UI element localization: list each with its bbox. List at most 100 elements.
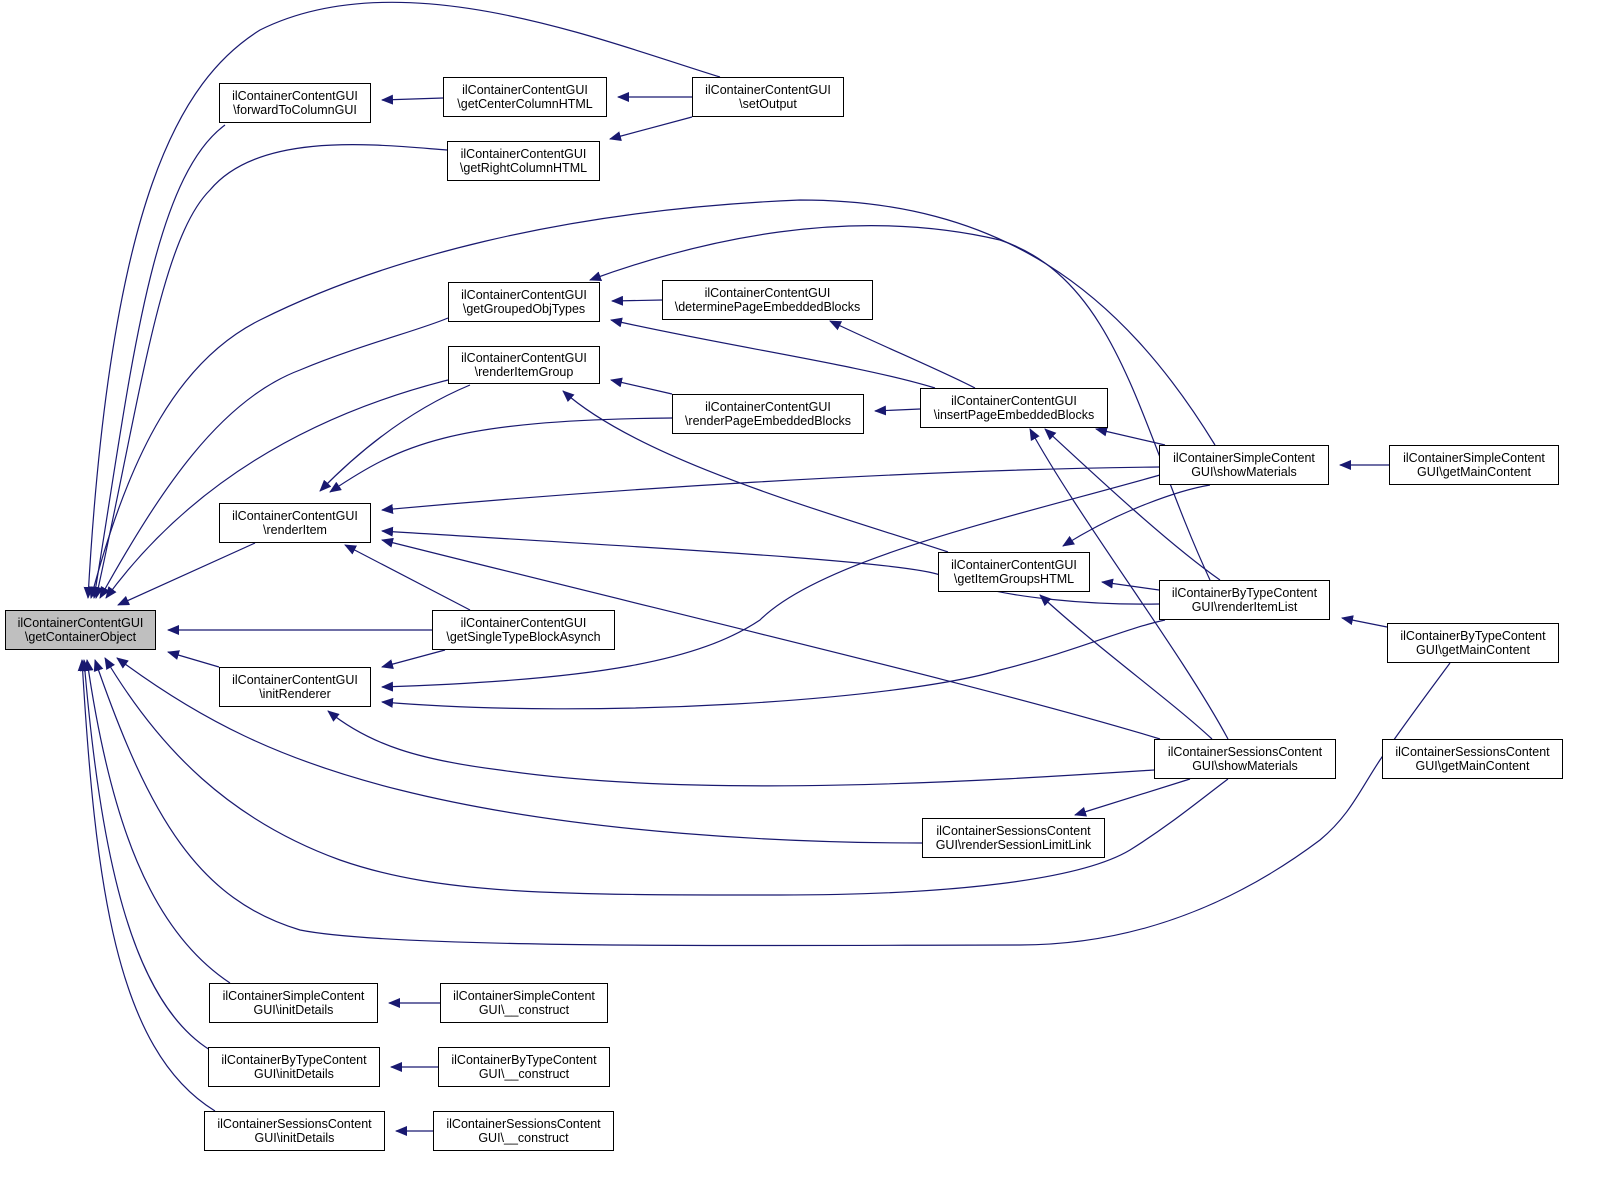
- node-initrenderer-line1: ilContainerContentGUI: [232, 672, 358, 687]
- node-simpleinit-line2: GUI\initDetails: [253, 1003, 334, 1017]
- edge-renderitem-rendergroup: [319, 384, 471, 492]
- edge-simpleshow-initrenderer: [381, 474, 1161, 692]
- edge-sessshow-sesslimit: [1074, 778, 1191, 817]
- node-renderitem[interactable]: ilContainerContentGUI\renderItem: [219, 503, 371, 543]
- edge-bytypelist-grouped: [589, 225, 1211, 581]
- edge-simpleshow-insert: [1095, 426, 1166, 446]
- node-simplemain-line1: ilContainerSimpleContent: [1403, 450, 1545, 465]
- node-grouped-line1: ilContainerContentGUI: [461, 287, 587, 302]
- node-sessinit-line1: ilContainerSessionsContent: [217, 1116, 372, 1131]
- node-single-line2: \getSingleTypeBlockAsynch: [446, 630, 601, 644]
- edge-right-setoutput: [609, 116, 693, 141]
- node-itemgroups-line1: ilContainerContentGUI: [951, 557, 1077, 572]
- node-renderpage-line1: ilContainerContentGUI: [705, 399, 831, 414]
- node-right[interactable]: ilContainerContentGUI\getRightColumnHTML: [447, 141, 600, 181]
- edge-itemgroups-rendergroup: [562, 390, 949, 553]
- node-insert[interactable]: ilContainerContentGUI\insertPageEmbedded…: [920, 388, 1108, 428]
- edge-insert-grouped: [610, 317, 936, 389]
- node-setoutput[interactable]: ilContainerContentGUI\setOutput: [692, 77, 844, 117]
- node-renderpage[interactable]: ilContainerContentGUI\renderPageEmbedded…: [672, 394, 864, 434]
- edge-insert-determine: [829, 320, 976, 389]
- edge-renderitem-renderpage: [329, 417, 673, 493]
- node-setoutput-line2: \setOutput: [739, 97, 797, 111]
- node-bytypecons-line2: GUI\__construct: [478, 1067, 570, 1081]
- node-sesslimit-line2: GUI\renderSessionLimitLink: [935, 838, 1092, 852]
- node-renderitem-line1: ilContainerContentGUI: [232, 508, 358, 523]
- node-bytypeinit-line1: ilContainerByTypeContent: [221, 1052, 367, 1067]
- node-renderpage-line2: \renderPageEmbeddedBlocks: [684, 414, 852, 428]
- node-grouped[interactable]: ilContainerContentGUI\getGroupedObjTypes: [448, 282, 600, 322]
- node-bytypecons-line1: ilContainerByTypeContent: [451, 1052, 597, 1067]
- node-insert-line1: ilContainerContentGUI: [951, 393, 1077, 408]
- node-forward[interactable]: ilContainerContentGUI\forwardToColumnGUI: [219, 83, 371, 123]
- node-bytypeinit-line2: GUI\initDetails: [254, 1067, 334, 1081]
- node-center-line2: \getCenterColumnHTML: [457, 97, 593, 111]
- edge-simpleinit-root: [83, 659, 231, 984]
- edge-bytypemain-root: [93, 659, 1451, 947]
- node-root-line2: \getContainerObject: [24, 630, 137, 644]
- node-right-line1: ilContainerContentGUI: [460, 146, 587, 161]
- edge-simpleshow-itemgroups: [1062, 484, 1211, 547]
- node-root[interactable]: ilContainerContentGUI\getContainerObject: [5, 610, 156, 650]
- edge-simpleshow-root: [88, 199, 1216, 599]
- node-sesscons-line2: GUI\__construct: [478, 1131, 569, 1145]
- node-simplecons-line1: ilContainerSimpleContent: [453, 988, 595, 1003]
- edge-bytypelist-insert: [1044, 428, 1221, 581]
- edge-sessshow-initrenderer: [327, 710, 1155, 787]
- node-center[interactable]: ilContainerContentGUI\getCenterColumnHTM…: [443, 77, 607, 117]
- edge-bytypeinit-root: [79, 659, 211, 1051]
- edge-bytypemain-bytypelist: [1341, 615, 1388, 628]
- node-simpleinit-line1: ilContainerSimpleContent: [222, 988, 365, 1003]
- edge-sesslimit-root: [116, 657, 923, 844]
- edge-setoutput-root: [83, 1, 721, 599]
- node-sessinit-line2: GUI\initDetails: [254, 1131, 335, 1145]
- node-single[interactable]: ilContainerContentGUI\getSingleTypeBlock…: [432, 610, 615, 650]
- node-determine-line2: \determinePageEmbeddedBlocks: [674, 300, 861, 314]
- node-sessshow-line1: ilContainerSessionsContent: [1167, 744, 1323, 759]
- edge-bytypelist-initrenderer: [381, 619, 1166, 710]
- node-forward-line1: ilContainerContentGUI: [232, 88, 358, 103]
- edge-rendergroup-root: [105, 379, 449, 599]
- node-itemgroups-line2: \getItemGroupsHTML: [953, 572, 1075, 586]
- node-grouped-line2: \getGroupedObjTypes: [462, 302, 586, 316]
- node-single-line1: ilContainerContentGUI: [460, 615, 587, 630]
- node-renderitem-line2: \renderItem: [263, 523, 327, 537]
- edge-right-root: [93, 144, 448, 599]
- node-center-line1: ilContainerContentGUI: [462, 82, 588, 97]
- edge-grouped-root: [99, 317, 449, 599]
- node-rendergroup-line1: ilContainerContentGUI: [461, 350, 587, 365]
- node-determine[interactable]: ilContainerContentGUI\determinePageEmbed…: [662, 280, 873, 320]
- node-itemgroups[interactable]: ilContainerContentGUI\getItemGroupsHTML: [938, 552, 1090, 592]
- node-right-line2: \getRightColumnHTML: [459, 161, 588, 175]
- edge-sessshow-insert: [1029, 428, 1229, 740]
- node-simplemain-line2: GUI\getMainContent: [1417, 465, 1531, 479]
- node-sesscons-line1: ilContainerSessionsContent: [446, 1116, 601, 1131]
- edge-sessinit-root: [77, 659, 216, 1112]
- node-rendergroup[interactable]: ilContainerContentGUI\renderItemGroup: [448, 346, 600, 384]
- edge-determine-grouped: [611, 295, 663, 306]
- node-bytypelist-line1: ilContainerByTypeContent: [1171, 585, 1318, 600]
- node-determine-line1: ilContainerContentGUI: [704, 285, 831, 300]
- node-initrenderer[interactable]: ilContainerContentGUI\initRenderer: [219, 667, 371, 707]
- edge-sessshow-renderitem: [381, 537, 1161, 740]
- node-forward-line2: \forwardToColumnGUI: [233, 103, 357, 117]
- node-bytypemain-line1: ilContainerByTypeContent: [1400, 628, 1546, 643]
- node-simpleshow-line2: GUI\showMaterials: [1191, 465, 1297, 479]
- edge-center-forward: [381, 94, 444, 105]
- edge-forward-root: [90, 124, 226, 599]
- edge-single-initrenderer: [381, 649, 446, 669]
